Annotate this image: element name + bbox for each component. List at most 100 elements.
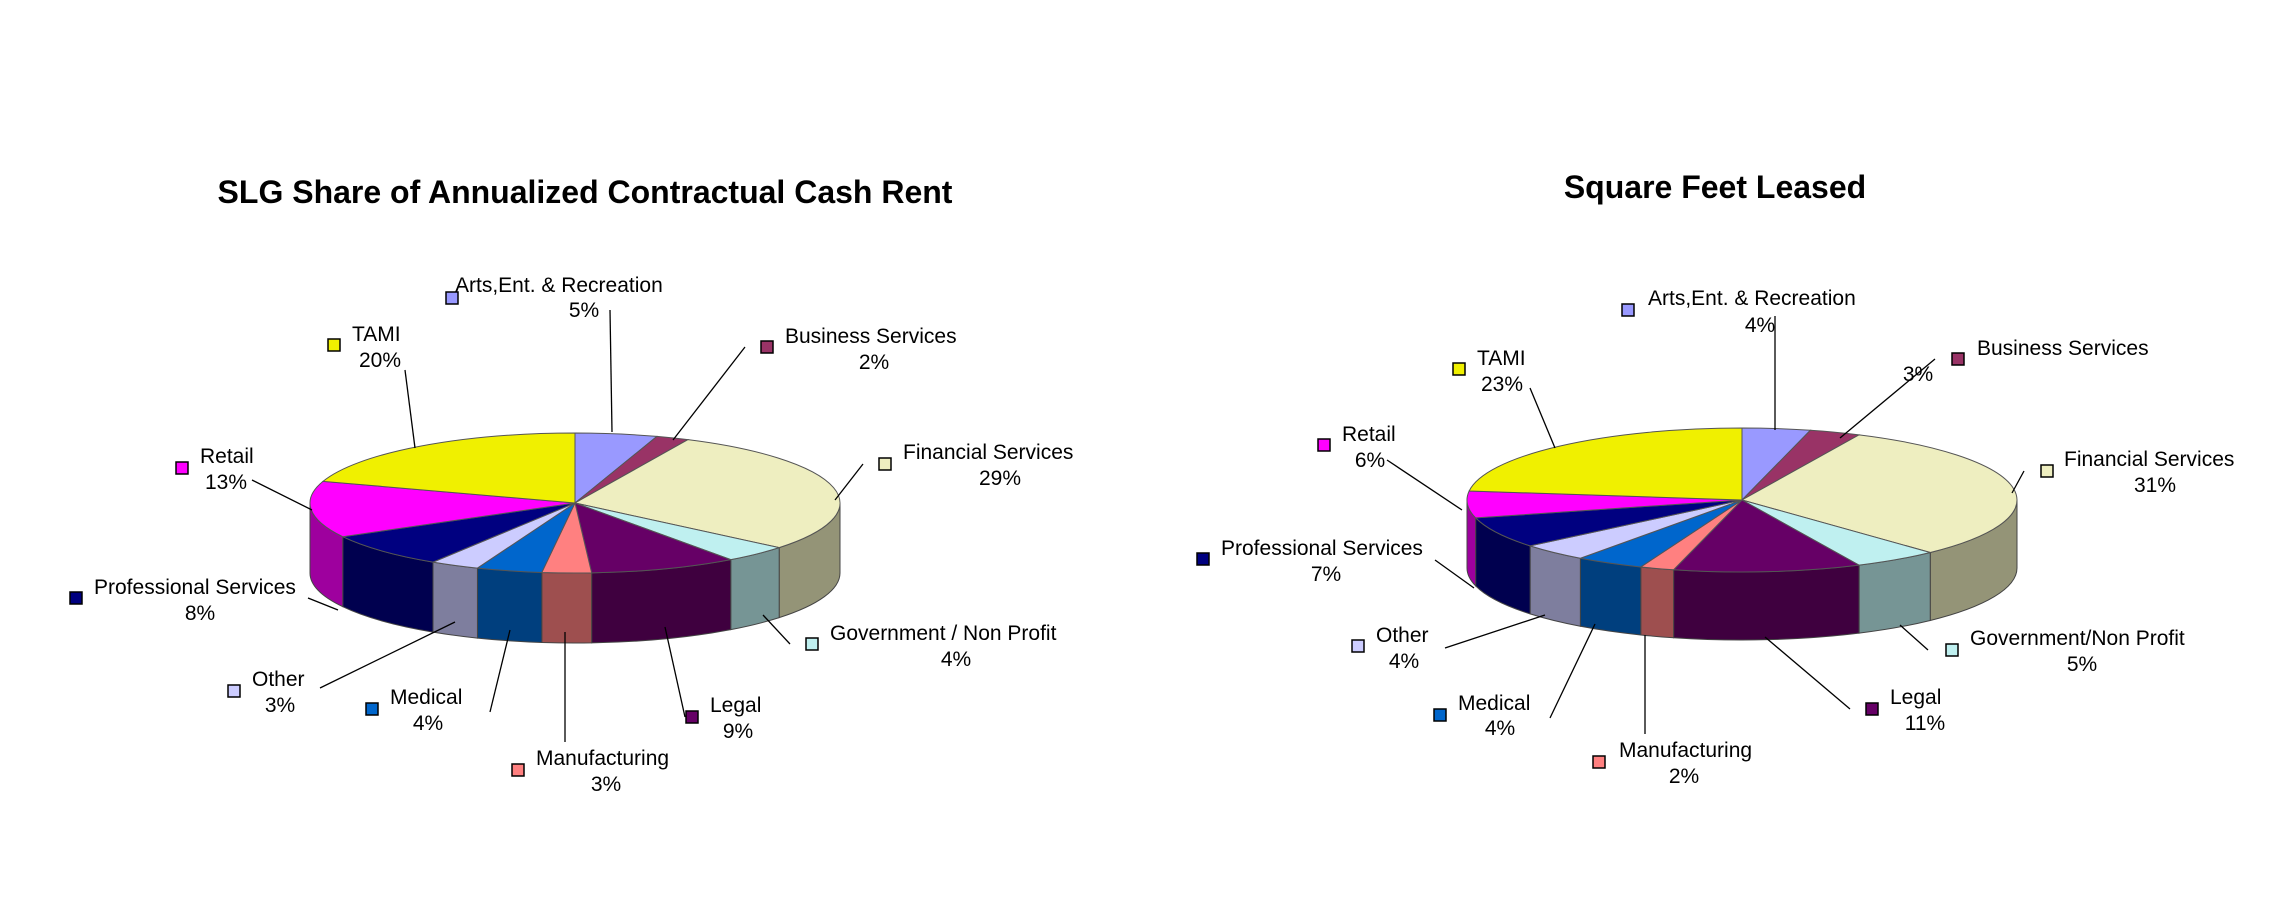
pie-slice xyxy=(1740,434,2018,554)
legend-marker xyxy=(878,457,892,471)
slice-percent-label: 11% xyxy=(1905,712,1945,735)
slice-label: Professional Services 7% xyxy=(1196,537,1475,589)
slice-category-label: Government/Non Profit xyxy=(1970,627,2185,650)
slice-percent-label: 13% xyxy=(205,471,247,494)
leader-line xyxy=(319,621,456,689)
legend-marker xyxy=(1592,755,1606,769)
pie-side xyxy=(1640,566,1675,639)
leader-line xyxy=(489,629,511,713)
pie-side xyxy=(1858,551,1931,634)
slice-category-label: Retail xyxy=(1342,423,1396,446)
leader-line xyxy=(2011,470,2025,494)
leader-line xyxy=(664,626,686,718)
legend-marker xyxy=(1433,708,1447,722)
leader-line xyxy=(609,309,613,433)
legend-marker xyxy=(445,291,459,305)
leader-line xyxy=(1434,559,1475,589)
leader-line xyxy=(1764,636,1851,710)
legend-marker xyxy=(327,338,341,352)
pie-slices xyxy=(309,432,841,574)
legend-marker xyxy=(1951,352,1965,366)
slice-category-label: Financial Services xyxy=(2064,448,2234,471)
pie-slice xyxy=(1672,499,1861,573)
slice-label: Legal 11% xyxy=(1764,636,1945,735)
slice-category-label: Professional Services xyxy=(94,576,296,599)
pie-sides xyxy=(309,502,841,644)
slice-percent-label: 4% xyxy=(1389,650,1419,673)
legend-marker xyxy=(2040,464,2054,478)
slice-percent-label: 4% xyxy=(941,648,971,671)
slice-percent-label: 4% xyxy=(413,712,443,735)
slice-category-label: Legal xyxy=(1890,686,1941,709)
leader-line xyxy=(1899,624,1929,651)
slice-category-label: Manufacturing xyxy=(536,747,669,770)
slice-label: Medical 4% xyxy=(365,629,511,735)
slice-category-label: Arts,Ent. & Recreation xyxy=(455,274,663,297)
legend-marker xyxy=(69,591,83,605)
leader-line xyxy=(834,463,864,501)
legend-marker xyxy=(1945,643,1959,657)
leader-line xyxy=(1444,614,1546,649)
slice-percent-label: 3% xyxy=(265,694,295,717)
slice-category-label: Medical xyxy=(390,686,462,709)
slice-percent-label: 3% xyxy=(591,773,621,796)
slice-percent-label: 5% xyxy=(569,299,599,322)
legend-marker xyxy=(1196,552,1210,566)
slice-category-label: Manufacturing xyxy=(1619,739,1752,762)
slice-category-label: Professional Services xyxy=(1221,537,1423,560)
leader-line xyxy=(672,346,746,441)
leader-line xyxy=(1386,459,1463,511)
slice-percent-label: 3% xyxy=(1903,363,1933,386)
slice-percent-label: 7% xyxy=(1311,563,1341,586)
pie-slices xyxy=(1466,427,2018,573)
slice-percent-label: 9% xyxy=(723,720,753,743)
slice-percent-label: 31% xyxy=(2134,474,2176,497)
leader-line xyxy=(1839,358,1936,439)
pie-side xyxy=(1673,564,1860,641)
slice-percent-label: 6% xyxy=(1355,449,1385,472)
leader-line xyxy=(251,479,313,511)
slice-category-label: TAMI xyxy=(352,323,401,346)
slice-label: Manufacturing 3% xyxy=(511,632,669,796)
slice-label: Financial Services 31% xyxy=(2011,448,2234,497)
leader-line xyxy=(762,614,791,645)
pie-chart-1: SLG Share of Annualized Contractual Cash… xyxy=(69,174,1073,796)
leader-line xyxy=(307,597,339,611)
legend-marker xyxy=(1865,702,1879,716)
slice-percent-label: 4% xyxy=(1745,314,1775,337)
legend-marker xyxy=(175,461,189,475)
slice-percent-label: 29% xyxy=(979,467,1021,490)
legend-marker xyxy=(1452,362,1466,376)
legend-marker xyxy=(685,710,699,724)
pie-slice xyxy=(321,432,576,504)
pie-slice xyxy=(341,502,576,563)
legend-marker xyxy=(227,684,241,698)
pie-slice xyxy=(574,502,733,574)
chart-title: SLG Share of Annualized Contractual Cash… xyxy=(218,174,953,210)
pie-side xyxy=(1529,545,1581,627)
legend-marker xyxy=(365,702,379,716)
slice-category-label: Legal xyxy=(710,694,761,717)
legend-marker xyxy=(805,637,819,651)
leader-line xyxy=(1529,387,1556,449)
slice-percent-label: 5% xyxy=(2067,653,2097,676)
leader-line xyxy=(1549,623,1596,719)
slice-category-label: Medical xyxy=(1458,692,1530,715)
chart-title: Square Feet Leased xyxy=(1564,169,1866,205)
pie-side xyxy=(541,571,593,644)
slice-percent-label: 2% xyxy=(859,351,889,374)
slice-percent-label: 4% xyxy=(1485,717,1515,740)
slice-category-label: Government / Non Profit xyxy=(830,622,1057,645)
slice-percent-label: 8% xyxy=(185,602,215,625)
slice-label: Government/Non Profit 5% xyxy=(1899,624,2185,676)
